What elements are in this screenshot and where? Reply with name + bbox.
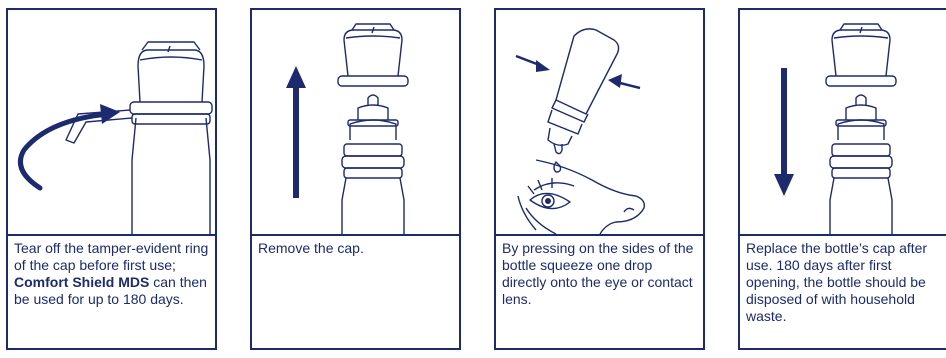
brand-name: Comfort Shield MDS	[14, 274, 149, 290]
replace-cap-illustration	[740, 10, 946, 236]
step-4-caption: Replace the bottle’s cap after use. 180 …	[746, 240, 943, 325]
step-3-caption: By pressing on the sides of the bottle s…	[502, 240, 699, 308]
remove-cap-illustration	[252, 10, 459, 236]
tear-ring-illustration	[8, 10, 215, 236]
squeeze-drop-illustration	[496, 10, 703, 236]
step-2-caption: Remove the cap.	[258, 240, 455, 257]
step-panel-3: By pressing on the sides of the bottle s…	[494, 8, 705, 350]
step-panel-2: Remove the cap.	[250, 8, 461, 350]
step-panel-4: Replace the bottle’s cap after use. 180 …	[738, 8, 946, 350]
step-1-caption: Tear off the tamper-evident ring of the …	[14, 240, 211, 308]
step-panel-1: Tear off the tamper-evident ring of the …	[6, 8, 217, 350]
